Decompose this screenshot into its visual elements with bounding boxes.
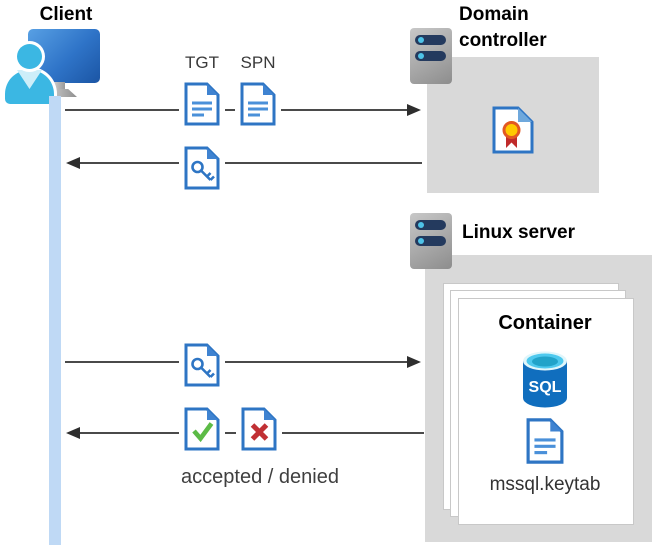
server-led	[418, 238, 424, 244]
server-led	[418, 53, 424, 59]
server-bar	[415, 236, 446, 246]
arrow-request-tickets-head	[407, 104, 421, 116]
server-bar	[415, 220, 446, 230]
result-label: accepted / denied	[181, 466, 339, 488]
server-bar	[415, 51, 446, 61]
spn-label: SPN	[240, 53, 276, 72]
keytab-label: mssql.keytab	[489, 474, 601, 495]
sql-database-icon: SQL	[523, 351, 567, 408]
person-head	[17, 44, 42, 69]
sql-icon-label: SQL	[529, 379, 562, 396]
client-heading: Client	[39, 4, 93, 25]
linux-server-heading: Linux server	[462, 222, 575, 243]
monitor-stand-neck	[53, 82, 65, 90]
arrow-return-key	[80, 162, 422, 164]
arrow-result-head	[66, 427, 80, 439]
arrow-present-key-head	[407, 356, 421, 368]
x-document-icon	[236, 407, 282, 451]
arrow-present-key	[65, 361, 408, 363]
tgt-label: TGT	[185, 53, 219, 72]
monitor-stand-base	[43, 89, 77, 97]
keytab-document-icon	[526, 418, 564, 464]
container-heading: Container	[498, 312, 592, 334]
certificate-icon	[492, 106, 534, 154]
tgt-document-icon	[179, 82, 225, 126]
domain-controller-server-icon	[410, 28, 452, 84]
key-document-icon	[179, 343, 225, 387]
linux-server-icon	[410, 213, 452, 269]
server-bar	[415, 35, 446, 45]
domain-controller-heading: Domain controller	[459, 4, 547, 51]
key-document-icon	[179, 146, 225, 190]
client-lifeline	[49, 96, 61, 545]
check-document-icon	[179, 407, 225, 451]
container-card	[458, 298, 634, 525]
server-led	[418, 222, 424, 228]
spn-document-icon	[235, 82, 281, 126]
arrow-return-key-head	[66, 157, 80, 169]
server-led	[418, 37, 424, 43]
